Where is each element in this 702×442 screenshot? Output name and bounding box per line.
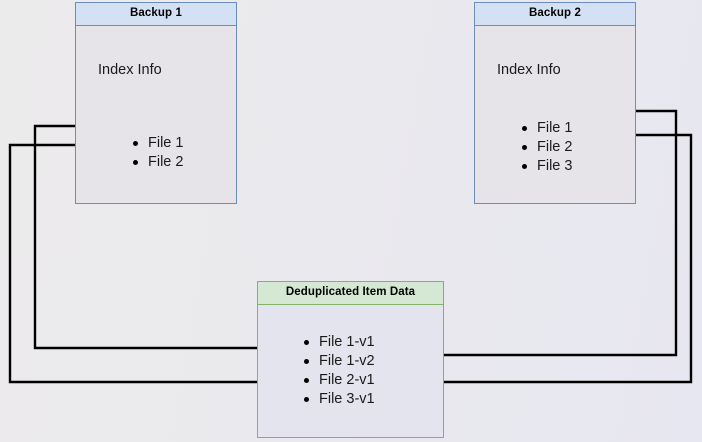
list-item[interactable]: File 3	[520, 157, 572, 176]
list-item[interactable]: File 3-v1	[302, 390, 375, 409]
backup-1-file-list: File 1 File 2	[131, 134, 183, 172]
node-backup-2-header: Backup 2	[475, 3, 635, 26]
list-item[interactable]: File 1-v1	[302, 333, 375, 352]
backup-2-index-info-label: Index Info	[497, 62, 561, 78]
node-deduplicated-item-data-header: Deduplicated Item Data	[258, 282, 443, 305]
node-backup-2-body: Index Info File 1 File 2 File 3	[475, 26, 635, 203]
list-item[interactable]: File 1-v2	[302, 352, 375, 371]
deduplicated-file-list: File 1-v1 File 1-v2 File 2-v1 File 3-v1	[302, 333, 375, 409]
node-backup-1-body: Index Info File 1 File 2	[76, 26, 236, 203]
list-item[interactable]: File 2-v1	[302, 371, 375, 390]
backup-1-index-info-label: Index Info	[98, 62, 162, 78]
node-backup-2[interactable]: Backup 2 Index Info File 1 File 2 File 3	[474, 2, 636, 204]
node-deduplicated-item-data[interactable]: Deduplicated Item Data File 1-v1 File 1-…	[257, 281, 444, 438]
list-item[interactable]: File 2	[520, 138, 572, 157]
backup-2-file-list: File 1 File 2 File 3	[520, 119, 572, 176]
list-item[interactable]: File 2	[131, 153, 183, 172]
node-backup-1-header: Backup 1	[76, 3, 236, 26]
list-item[interactable]: File 1	[520, 119, 572, 138]
list-item[interactable]: File 1	[131, 134, 183, 153]
node-deduplicated-item-data-body: File 1-v1 File 1-v2 File 2-v1 File 3-v1	[258, 305, 443, 437]
node-backup-1[interactable]: Backup 1 Index Info File 1 File 2	[75, 2, 237, 204]
